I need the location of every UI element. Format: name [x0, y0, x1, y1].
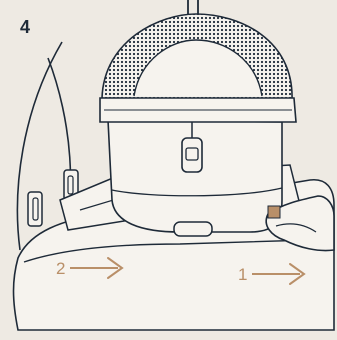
- carrier-shell: [107, 119, 283, 233]
- vehicle-seat-back: [16, 41, 63, 251]
- step-number: 4: [20, 17, 31, 37]
- arrow-1: 1: [238, 263, 306, 285]
- arrow-2-label: 2: [56, 259, 65, 278]
- cushion-front-line: [23, 239, 311, 263]
- isofix-connector-left: [27, 169, 79, 227]
- arrow-2: 2: [56, 257, 124, 279]
- base-release-handle: [173, 221, 213, 237]
- arrow-1-label: 1: [238, 265, 247, 284]
- hand: [265, 195, 335, 252]
- carrier-buckle: [181, 137, 203, 173]
